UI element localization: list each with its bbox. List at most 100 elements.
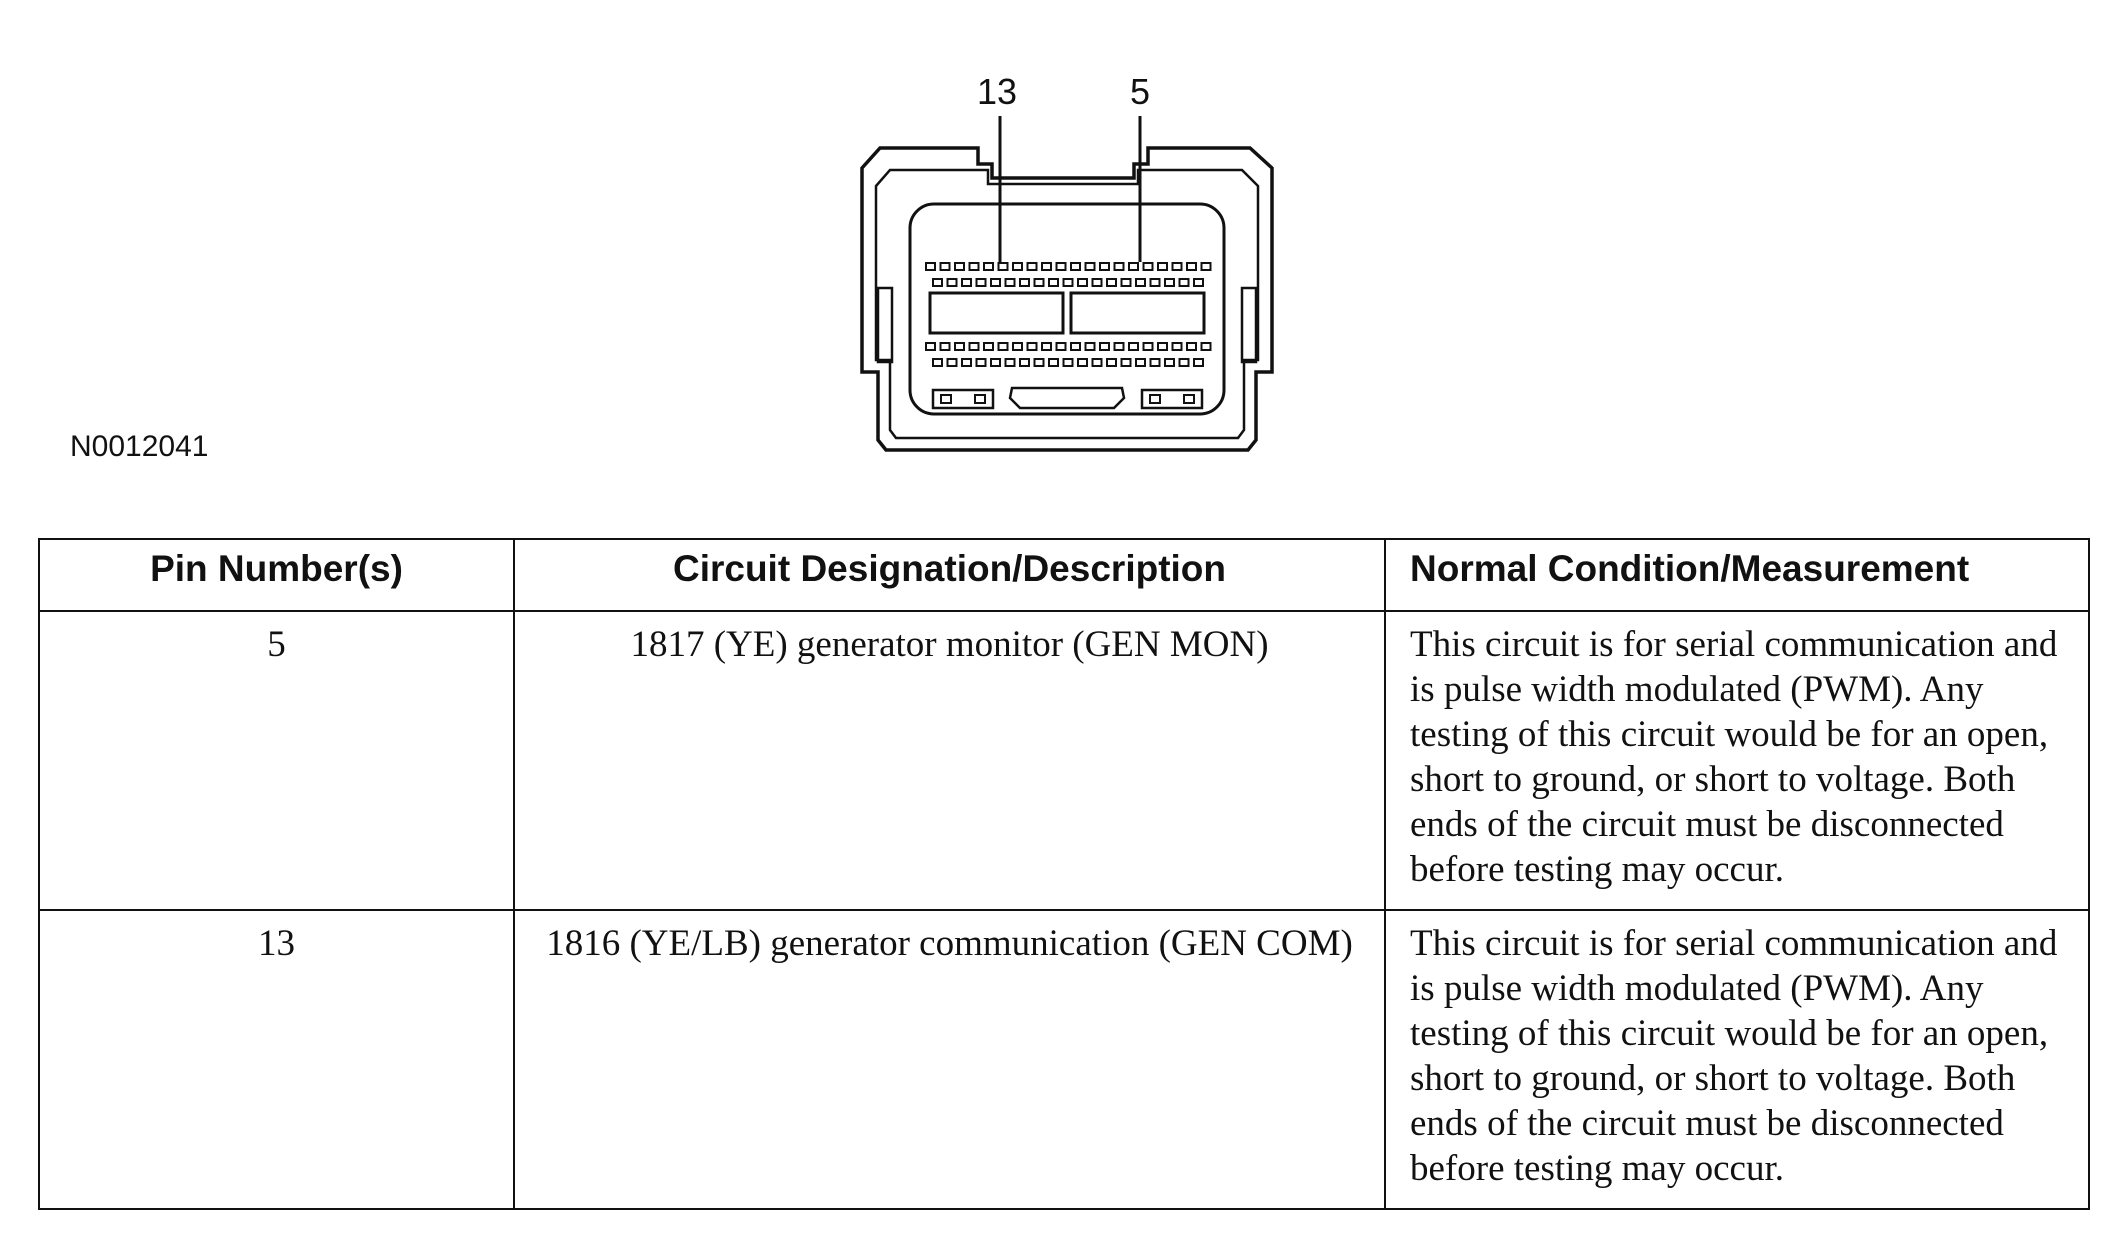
pin-cavity	[1193, 358, 1204, 367]
pin-cavity	[1142, 342, 1154, 351]
pin-cavity	[1062, 278, 1074, 287]
pin-cavity	[946, 358, 958, 367]
pin-cavity	[1048, 278, 1059, 287]
pin-cavity	[1070, 262, 1081, 271]
pin-cavity	[961, 358, 972, 367]
pin-cavity	[1171, 262, 1183, 271]
pin-cavity	[1099, 262, 1110, 271]
pin-cavity	[1106, 278, 1117, 287]
pin-cavity	[1055, 262, 1067, 271]
cell-pin: 13	[38, 909, 515, 1210]
pin-cavity	[975, 358, 987, 367]
power-terminal-right-pin-a	[1149, 394, 1161, 404]
pin-cavity	[1026, 262, 1038, 271]
pin-cavity	[1091, 358, 1103, 367]
pin-cavity	[975, 278, 987, 287]
pin-cavity	[1178, 278, 1190, 287]
left-latch	[876, 286, 894, 364]
pin-cavity	[932, 278, 943, 287]
pin-cavity	[1128, 262, 1139, 271]
pin-cavity	[990, 278, 1001, 287]
pin-cavity	[1084, 262, 1096, 271]
pin-cavity	[1026, 342, 1038, 351]
connector-diagram	[860, 116, 1274, 452]
pin-cavity	[1149, 278, 1161, 287]
pin-cavity	[1142, 262, 1154, 271]
pin-cavity	[997, 262, 1009, 271]
pin-cavity	[983, 342, 994, 351]
pin-cavity	[1157, 342, 1168, 351]
pin-cavity	[1041, 342, 1052, 351]
power-terminal-left	[931, 388, 995, 410]
pin-cavity	[1099, 342, 1110, 351]
cell-pin: 5	[38, 610, 515, 911]
callout-label-pin-5: 5	[1130, 71, 1151, 112]
pin-cavity	[954, 262, 965, 271]
pin-cavity	[997, 342, 1009, 351]
cell-condition: This circuit is for serial communication…	[1384, 610, 2090, 911]
pin-cavity	[1171, 342, 1183, 351]
pin-cavity	[1164, 278, 1175, 287]
pin-cavity	[1019, 358, 1030, 367]
pin-cavity	[983, 262, 994, 271]
pin-cavity	[1048, 358, 1059, 367]
pin-cavity	[1128, 342, 1139, 351]
pin-cavity	[968, 262, 980, 271]
pin-cavity	[1033, 278, 1045, 287]
pin-cavity	[990, 358, 1001, 367]
pin-cavity	[939, 262, 951, 271]
pin-cavity	[1135, 358, 1146, 367]
pin-cavity	[954, 342, 965, 351]
table-row: 13 1816 (YE/LB) generator communication …	[38, 909, 2090, 1210]
pin-cavity	[1084, 342, 1096, 351]
figure-id: N0012041	[70, 430, 209, 463]
cell-condition: This circuit is for serial communication…	[1384, 909, 2090, 1210]
pin-cavity	[1193, 278, 1204, 287]
right-latch	[1240, 286, 1258, 364]
pin-cavity	[961, 278, 972, 287]
column-header-pin: Pin Number(s)	[38, 538, 515, 612]
pin-cavity	[925, 262, 936, 271]
center-keyway-right	[1069, 291, 1206, 335]
column-header-circuit: Circuit Designation/Description	[513, 538, 1386, 612]
pin-cavity	[1113, 342, 1125, 351]
connector-face	[908, 202, 1226, 416]
pin-cavity	[1164, 358, 1175, 367]
pin-cavity	[1004, 278, 1016, 287]
connector-housing-outer	[860, 146, 1274, 452]
pin-cavity	[1200, 262, 1212, 271]
power-terminal-left-pin-b	[974, 394, 986, 404]
pin-cavity	[946, 278, 958, 287]
pin-cavity	[1113, 262, 1125, 271]
pin-cavity	[1055, 342, 1067, 351]
cell-circuit: 1816 (YE/LB) generator communication (GE…	[513, 909, 1386, 1210]
pin-cavity	[1120, 278, 1132, 287]
power-terminal-right-pin-b	[1183, 394, 1195, 404]
pin-cavity	[1120, 358, 1132, 367]
power-terminal-left-pin-a	[940, 394, 952, 404]
pin-cavity	[1033, 358, 1045, 367]
pin-cavity	[939, 342, 951, 351]
pin-cavity	[1149, 358, 1161, 367]
cell-circuit: 1817 (YE) generator monitor (GEN MON)	[513, 610, 1386, 911]
table-header-row: Pin Number(s) Circuit Designation/Descri…	[38, 538, 2090, 612]
table-row: 5 1817 (YE) generator monitor (GEN MON) …	[38, 610, 2090, 911]
pin-cavity	[1012, 262, 1023, 271]
pin-cavity	[1178, 358, 1190, 367]
pin-cavity	[1200, 342, 1212, 351]
pin-cavity	[1091, 278, 1103, 287]
pin-cavity	[968, 342, 980, 351]
pin-cavity	[1157, 262, 1168, 271]
center-keyway-left	[928, 291, 1065, 335]
pin-grid	[925, 262, 1212, 367]
pin-cavity	[1186, 342, 1197, 351]
callout-label-pin-13: 13	[977, 71, 1018, 112]
pin-cavity	[925, 342, 936, 351]
pin-table: Pin Number(s) Circuit Designation/Descri…	[38, 538, 2090, 1210]
connector-housing-inner	[874, 168, 1260, 440]
pin-cavity	[1106, 358, 1117, 367]
pin-cavity	[1077, 278, 1088, 287]
column-header-condition: Normal Condition/Measurement	[1384, 538, 2090, 612]
pin-cavity	[1070, 342, 1081, 351]
